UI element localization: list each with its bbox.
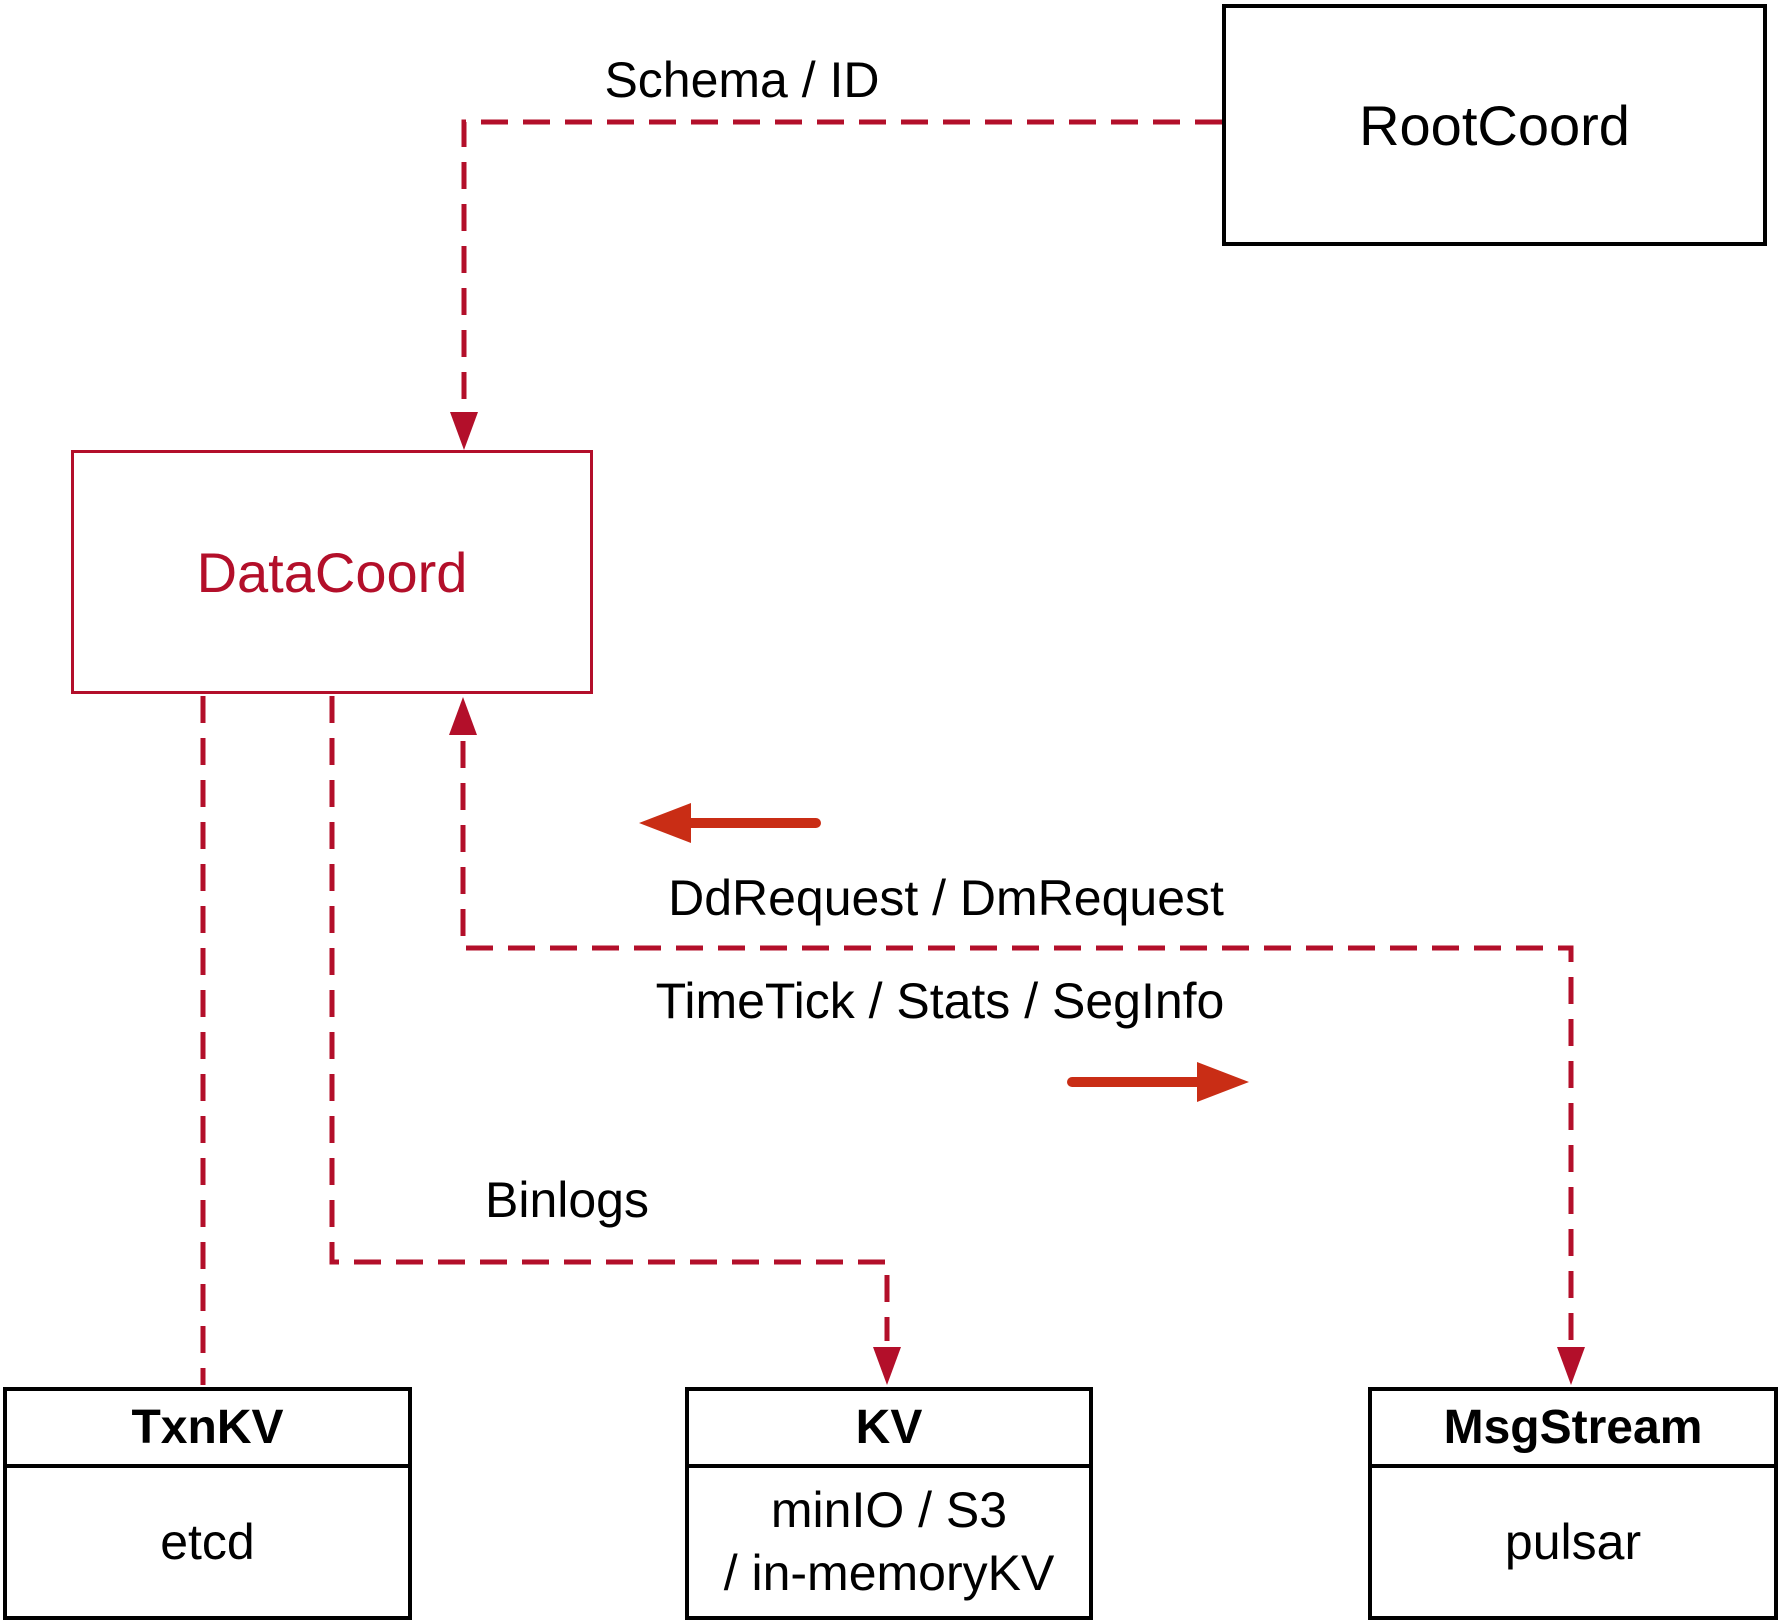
datacoord-node: DataCoord: [71, 450, 593, 694]
txnkv-body-text: etcd: [160, 1513, 255, 1570]
edge-schema-id: [450, 119, 1222, 450]
datacoord-up-arrowhead-icon: [449, 697, 477, 735]
rootcoord-node: RootCoord: [1222, 4, 1767, 246]
txnkv-title: TxnKV: [131, 1401, 284, 1454]
left-direction-arrow-icon: [639, 803, 821, 843]
ddrequest-dmrequest-label: DdRequest / DmRequest: [668, 870, 1224, 926]
edge-requests-msgstream: [449, 697, 1585, 1385]
timetick-stats-seginfo-label: TimeTick / Stats / SegInfo: [655, 973, 1225, 1029]
kv-down-arrowhead-icon: [873, 1347, 901, 1385]
schema-id-down-arrowhead-icon: [450, 412, 478, 450]
txnkv-body: etcd: [7, 1468, 408, 1616]
rootcoord-label: RootCoord: [1359, 93, 1630, 157]
kv-body-line1: minIO / S3: [770, 1482, 1008, 1538]
txnkv-node: TxnKV etcd: [3, 1387, 412, 1620]
kv-body-line2: / in-memoryKV: [723, 1545, 1055, 1601]
datacoord-label: DataCoord: [196, 540, 468, 604]
msgstream-body-text: pulsar: [1504, 1513, 1642, 1570]
msgstream-body: pulsar: [1372, 1468, 1774, 1616]
edge-binlogs: [329, 696, 901, 1385]
binlogs-label: Binlogs: [485, 1172, 649, 1228]
binlogs-line: [329, 696, 890, 1341]
kv-body: minIO / S3 / in-memoryKV: [689, 1468, 1089, 1616]
msgstream-down-arrowhead-icon: [1557, 1347, 1585, 1385]
requests-msgstream-line: [460, 741, 1574, 1341]
kv-node: KV minIO / S3 / in-memoryKV: [685, 1387, 1093, 1620]
right-direction-arrow-icon: [1067, 1062, 1249, 1102]
right-arrow-head: [1197, 1062, 1249, 1102]
left-arrow-head: [639, 803, 691, 843]
msgstream-title: MsgStream: [1443, 1401, 1703, 1454]
kv-title: KV: [855, 1401, 923, 1454]
schema-id-label: Schema / ID: [604, 52, 880, 108]
msgstream-header: MsgStream: [1372, 1391, 1774, 1468]
txnkv-header: TxnKV: [7, 1391, 408, 1468]
msgstream-node: MsgStream pulsar: [1368, 1387, 1778, 1620]
kv-header: KV: [689, 1391, 1089, 1468]
schema-id-line: [461, 119, 1222, 406]
